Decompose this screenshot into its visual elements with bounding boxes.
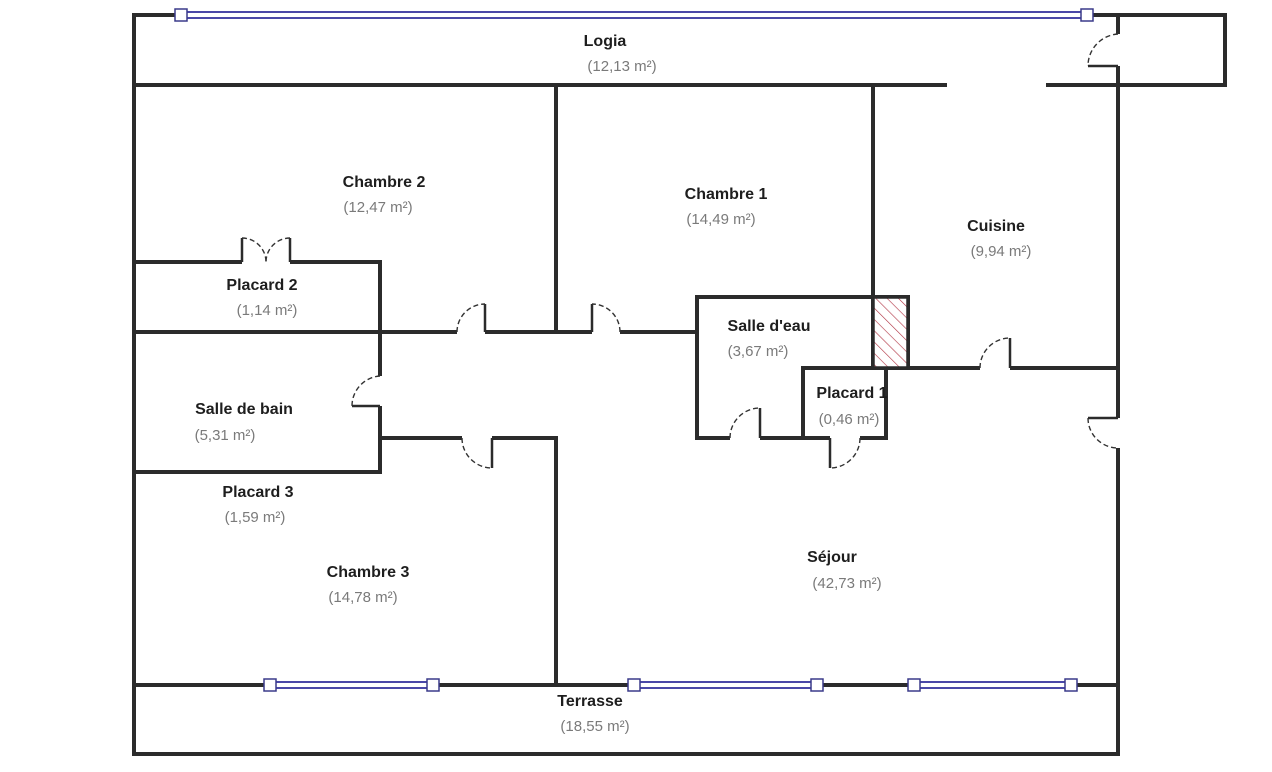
room-area-chambre-2: (12,47 m²) [343, 199, 412, 216]
hatched-shaft [873, 297, 908, 368]
room-area-chambre-3: (14,78 m²) [328, 589, 397, 606]
room-name-salle-d-eau: Salle d'eau [728, 318, 811, 335]
room-name-terrasse: Terrasse [557, 693, 623, 710]
room-name-placard-2: Placard 2 [226, 277, 297, 294]
room-name-chambre-3: Chambre 3 [327, 564, 410, 581]
walls [132, 13, 1227, 756]
room-area-chambre-1: (14,49 m²) [686, 211, 755, 228]
room-area-terrasse: (18,55 m²) [560, 718, 629, 735]
room-name-salle-de-bain: Salle de bain [195, 401, 293, 418]
room-name-chambre-1: Chambre 1 [685, 186, 768, 203]
room-labels: Logia (12,13 m²) Chambre 2 (12,47 m²) Ch… [195, 33, 1032, 735]
room-name-placard-1: Placard 1 [816, 385, 887, 402]
room-name-sejour: Séjour [807, 549, 857, 566]
room-name-chambre-2: Chambre 2 [343, 174, 426, 191]
room-area-salle-de-bain: (5,31 m²) [195, 427, 256, 444]
room-area-placard-2: (1,14 m²) [237, 302, 298, 319]
room-name-logia: Logia [584, 33, 627, 50]
room-area-sejour: (42,73 m²) [812, 575, 881, 592]
room-area-cuisine: (9,94 m²) [971, 243, 1032, 260]
room-area-placard-3: (1,59 m²) [225, 509, 286, 526]
room-area-logia: (12,13 m²) [587, 58, 656, 75]
room-name-cuisine: Cuisine [967, 218, 1025, 235]
doors [240, 33, 1122, 469]
room-area-salle-d-eau: (3,67 m²) [728, 343, 789, 360]
room-area-placard-1: (0,46 m²) [819, 411, 880, 428]
room-name-placard-3: Placard 3 [222, 484, 293, 501]
windows [174, 8, 1094, 692]
